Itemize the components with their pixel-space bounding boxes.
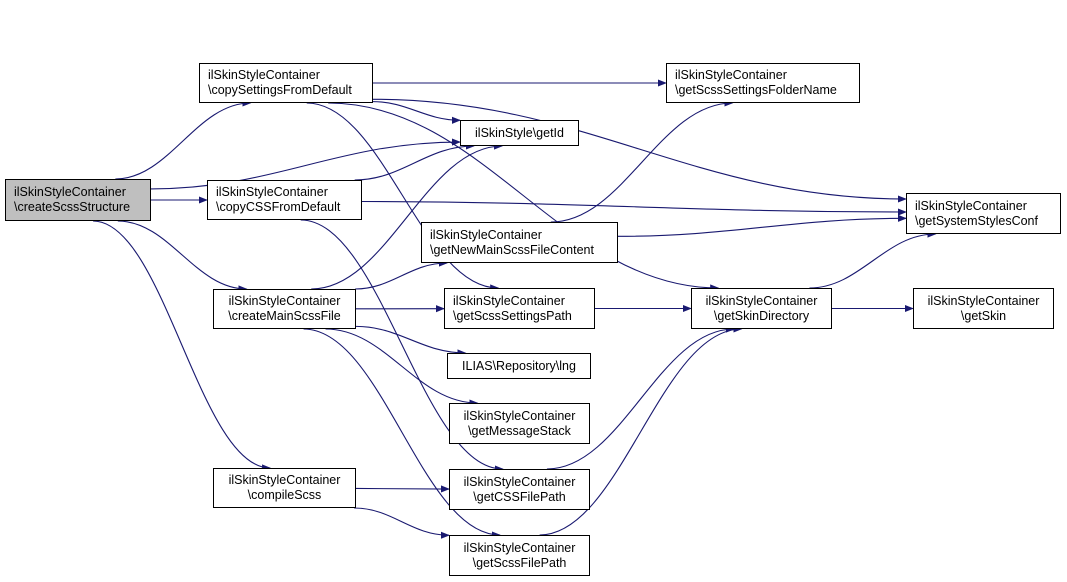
node-method-label: \getSkin bbox=[960, 308, 1007, 323]
node-get-css-file-path[interactable]: ilSkinStyleContainer \getCSSFilePath bbox=[449, 469, 590, 510]
node-method-label: \getScssSettingsFolderName bbox=[675, 83, 837, 97]
node-class-label: ilSkinStyleContainer bbox=[453, 293, 565, 308]
edge-copySettingsFromDefault-to-getId bbox=[372, 101, 461, 124]
node-method-label: \createScssStructure bbox=[14, 200, 131, 214]
node-method-label: ilSkinStyle\getId bbox=[475, 125, 564, 140]
edge-copyCSSFromDefault-to-getSystemStylesConf bbox=[361, 200, 907, 216]
node-class-label: ilSkinStyleContainer bbox=[228, 473, 341, 487]
node-get-system-styles-conf[interactable]: ilSkinStyleContainer \getSystemStylesCon… bbox=[906, 193, 1061, 234]
node-method-label: \getNewMainScssFileContent bbox=[430, 242, 594, 257]
edge-copySettingsFromDefault-to-getSkinDirectory bbox=[328, 102, 720, 292]
node-method-label: \getSystemStylesConf bbox=[915, 213, 1038, 228]
node-method-label: \getCSSFilePath bbox=[473, 489, 566, 504]
edge-createScssStructure-to-compileScss bbox=[93, 220, 272, 472]
node-create-scss-structure[interactable]: ilSkinStyleContainer \createScssStructur… bbox=[5, 179, 151, 221]
node-method-label: \getMessageStack bbox=[468, 423, 571, 438]
edge-createMainScssFile-to-getNewMainScssFileContent bbox=[355, 259, 448, 290]
node-method-label: ILIAS\Repository\lng bbox=[462, 358, 576, 373]
edge-createScssStructure-to-getId bbox=[150, 138, 461, 190]
edge-copyCSSFromDefault-to-getCSSFilePath bbox=[300, 219, 504, 473]
node-method-label: \getScssSettingsPath bbox=[453, 308, 572, 323]
edge-copySettingsFromDefault-to-getScssSettingsPath bbox=[306, 102, 500, 292]
node-get-skin[interactable]: ilSkinStyleContainer \getSkin bbox=[913, 288, 1054, 329]
node-class-label: ilSkinStyleContainer bbox=[915, 198, 1027, 213]
edge-createMainScssFile-to-getScssFilePath bbox=[303, 328, 501, 539]
node-compile-scss[interactable]: ilSkinStyleContainer \compileScss bbox=[213, 468, 356, 508]
node-method-label: \createMainScssFile bbox=[228, 309, 341, 323]
node-method-label: \copySettingsFromDefault bbox=[208, 83, 352, 97]
node-method-label: \copyCSSFromDefault bbox=[216, 200, 341, 214]
edge-getSkinDirectory-to-getSystemStylesConf bbox=[809, 230, 937, 289]
node-method-label: \compileScss bbox=[247, 488, 322, 502]
edge-compileScss-to-getCSSFilePath bbox=[355, 485, 450, 493]
edge-createMainScssFile-to-getId bbox=[311, 142, 504, 290]
edge-createMainScssFile-to-getMessageStack bbox=[325, 328, 479, 407]
node-class-label: ilSkinStyleContainer bbox=[463, 408, 576, 423]
edge-getNewMainScssFileContent-to-getSystemStylesConf bbox=[617, 214, 907, 237]
node-method-label: \getScssFilePath bbox=[472, 555, 567, 570]
node-class-label: ilSkinStyleContainer bbox=[675, 68, 787, 82]
node-method-label: \getSkinDirectory bbox=[713, 308, 810, 323]
node-ilias-repository-lng[interactable]: ILIAS\Repository\lng bbox=[447, 353, 591, 379]
edge-compileScss-to-getScssFilePath bbox=[354, 507, 450, 539]
edge-copySettingsFromDefault-to-getSystemStylesConf bbox=[372, 98, 907, 203]
node-get-id[interactable]: ilSkinStyle\getId bbox=[460, 120, 579, 146]
edge-createScssStructure-to-copySettingsFromDefault bbox=[115, 99, 252, 180]
edge-getNewMainScssFileContent-to-getScssSettingsFolderName bbox=[550, 99, 734, 223]
node-class-label: ilSkinStyleContainer bbox=[705, 293, 818, 308]
edge-copyCSSFromDefault-to-getId bbox=[354, 142, 475, 181]
node-class-label: ilSkinStyleContainer bbox=[14, 185, 126, 199]
node-get-message-stack[interactable]: ilSkinStyleContainer \getMessageStack bbox=[449, 403, 590, 444]
node-class-label: ilSkinStyleContainer bbox=[208, 68, 320, 82]
node-get-skin-directory[interactable]: ilSkinStyleContainer \getSkinDirectory bbox=[691, 288, 832, 329]
node-get-scss-settings-folder-name[interactable]: ilSkinStyleContainer \getScssSettingsFol… bbox=[666, 63, 860, 103]
node-class-label: ilSkinStyleContainer bbox=[463, 540, 576, 555]
node-class-label: ilSkinStyleContainer bbox=[228, 294, 341, 308]
node-class-label: ilSkinStyleContainer bbox=[430, 227, 542, 242]
node-copy-css-from-default[interactable]: ilSkinStyleContainer \copyCSSFromDefault bbox=[207, 180, 362, 220]
node-get-new-main-scss-file-content[interactable]: ilSkinStyleContainer \getNewMainScssFile… bbox=[421, 222, 618, 263]
edge-createMainScssFile-to-lng bbox=[355, 325, 467, 357]
edge-createScssStructure-to-createMainScssFile bbox=[117, 220, 248, 293]
edge-getScssFilePath-to-getSkinDirectory bbox=[539, 325, 743, 536]
edge-getCSSFilePath-to-getSkinDirectory bbox=[546, 325, 735, 470]
node-class-label: ilSkinStyleContainer bbox=[463, 474, 576, 489]
node-get-scss-file-path[interactable]: ilSkinStyleContainer \getScssFilePath bbox=[449, 535, 590, 576]
node-copy-settings-from-default[interactable]: ilSkinStyleContainer \copySettingsFromDe… bbox=[199, 63, 373, 103]
node-get-scss-settings-path[interactable]: ilSkinStyleContainer \getScssSettingsPat… bbox=[444, 288, 595, 329]
node-class-label: ilSkinStyleContainer bbox=[927, 293, 1040, 308]
node-class-label: ilSkinStyleContainer bbox=[216, 185, 328, 199]
node-create-main-scss-file[interactable]: ilSkinStyleContainer \createMainScssFile bbox=[213, 289, 356, 329]
